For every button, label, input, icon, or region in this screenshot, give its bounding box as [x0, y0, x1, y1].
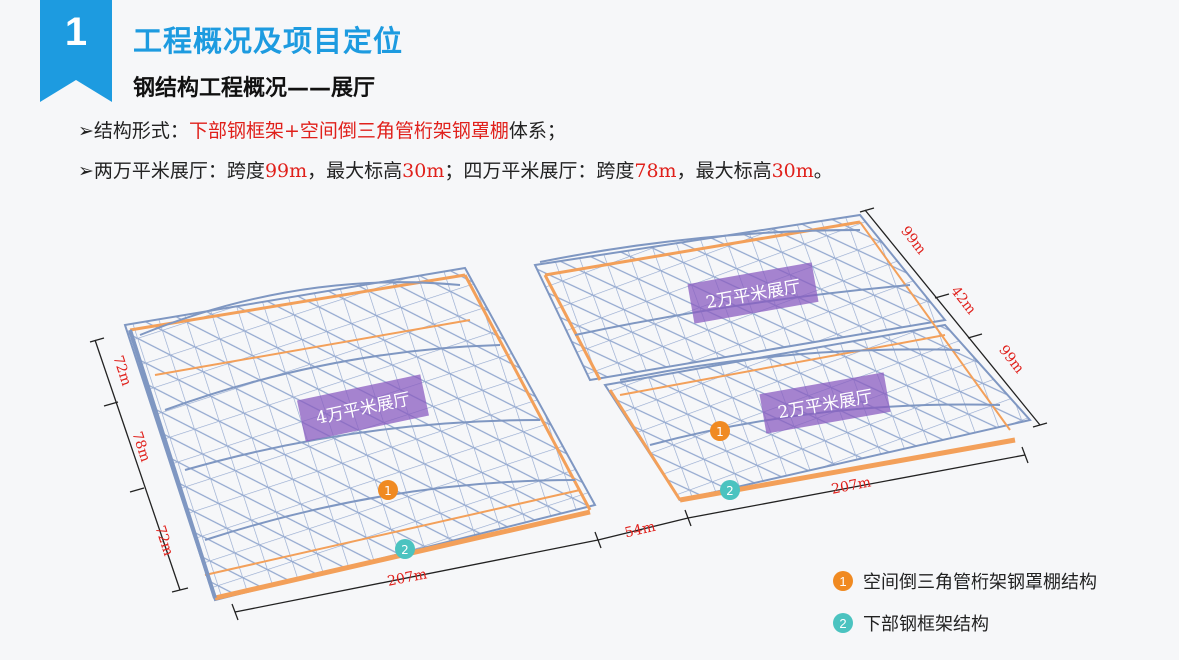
bullet-text: ，最大标高	[676, 160, 772, 182]
bullet-text: 体系；	[508, 120, 566, 142]
legend-label: 下部钢框架结构	[863, 614, 989, 635]
legend-marker: 2	[833, 613, 853, 633]
dim-right-2: 42m	[947, 283, 979, 317]
dim-gap: 54m	[623, 519, 657, 542]
section-badge: 1	[40, 0, 112, 102]
dim-left-3: 72m	[151, 524, 176, 559]
bullet-text: 两万平米展厅：跨度	[93, 160, 265, 182]
hall-label-box	[759, 372, 891, 434]
marker-frame	[720, 480, 740, 500]
page-title: 工程概况及项目定位	[133, 24, 404, 58]
bullet-highlight: 78m	[634, 160, 677, 182]
marker-frame-number: 2	[401, 543, 409, 557]
dim-bottom-left: 207m	[386, 566, 428, 589]
bullet-marker: ➢	[78, 160, 94, 182]
bullet-highlight: 下部钢框架+空间倒三角管桁架钢罩棚	[188, 120, 509, 142]
hall-label-box	[297, 374, 429, 442]
legend-item-canopy: 1 空间倒三角管桁架钢罩棚结构	[833, 568, 1097, 594]
hall-label-box	[687, 262, 819, 324]
marker-canopy-number: 1	[716, 425, 724, 439]
dim-left-1: 72m	[109, 354, 134, 389]
marker-canopy	[378, 480, 398, 500]
dim-bottom-right: 207m	[830, 474, 872, 497]
legend-item-frame: 2 下部钢框架结构	[833, 610, 989, 636]
marker-canopy	[710, 421, 730, 441]
bullet-text: ，最大标高	[307, 160, 403, 182]
legend-marker: 1	[833, 571, 853, 591]
dimension-lines	[89, 207, 1048, 621]
marker-frame-number: 2	[726, 484, 734, 498]
marker-canopy-number: 1	[384, 484, 392, 498]
bullet-text: ；四万平米展厅：跨度	[444, 160, 635, 182]
bullet-structure-form: ➢结构形式：下部钢框架+空间倒三角管桁架钢罩棚体系；	[78, 116, 566, 143]
bullet-text: 。	[813, 160, 833, 182]
bullet-text: 结构形式：	[93, 120, 189, 142]
bullet-highlight: 30m	[402, 160, 445, 182]
legend-label: 空间倒三角管桁架钢罩棚结构	[863, 572, 1097, 593]
marker-frame	[395, 539, 415, 559]
dim-right-1: 99m	[897, 223, 929, 257]
left-hall-structure	[123, 266, 597, 602]
page-subtitle: 钢结构工程概况——展厅	[133, 76, 376, 101]
right-hall-structure	[533, 213, 1032, 503]
dim-left-2: 78m	[128, 430, 153, 465]
section-number: 1	[64, 10, 88, 54]
bullet-marker: ➢	[78, 120, 94, 142]
dim-right-3: 99m	[995, 342, 1027, 376]
bullet-highlight: 99m	[264, 160, 308, 182]
bullet-highlight: 30m	[771, 160, 814, 182]
bullet-hall-specs: ➢两万平米展厅：跨度99m，最大标高30m；四万平米展厅：跨度78m，最大标高3…	[78, 156, 833, 183]
